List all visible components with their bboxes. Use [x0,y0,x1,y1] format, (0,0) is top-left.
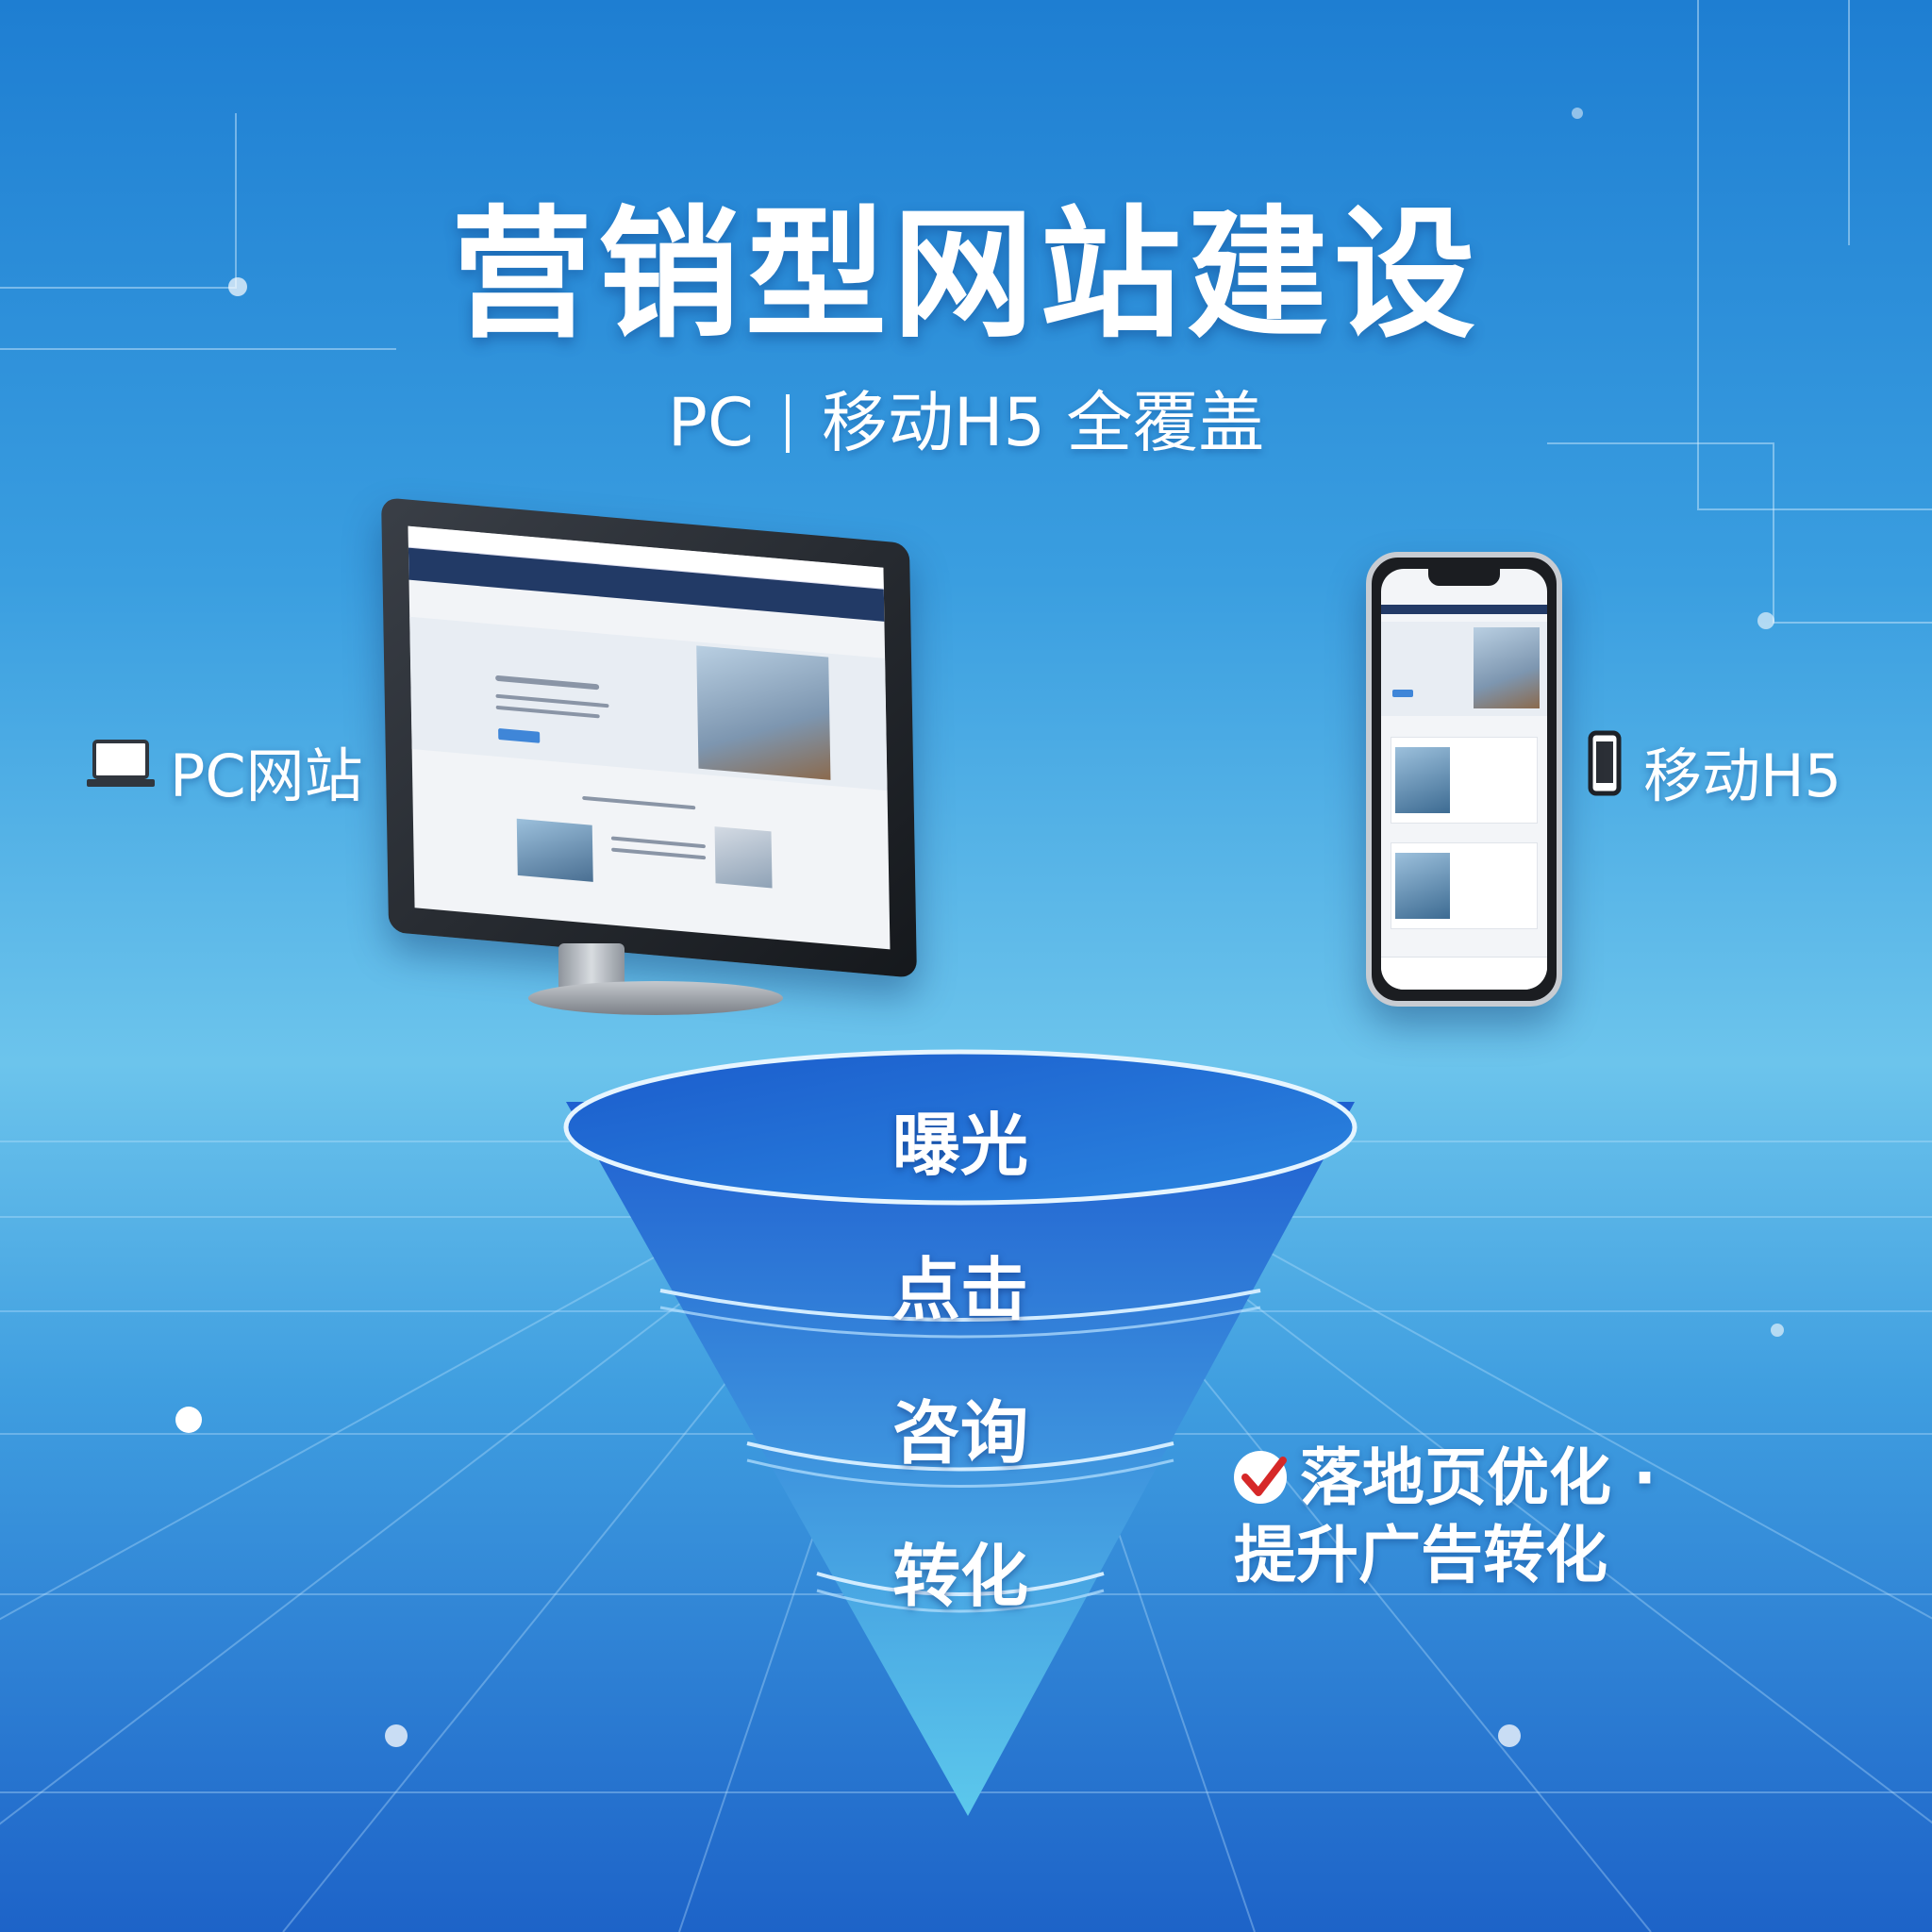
funnel-stage-exposure: 曝光 [891,1106,1028,1185]
subtitle-pc: PC [667,384,754,461]
section-image [516,818,593,882]
hero-image [696,645,831,780]
monitor-base [528,981,783,1015]
pc-site-label: PC网站 [170,741,363,810]
funnel-stage-inquiry: 咨询 [891,1393,1028,1473]
mobile-card-image [1395,747,1450,813]
smartphone-icon [1588,730,1622,796]
mobile-card-image [1395,853,1450,919]
mobile-navbar [1381,605,1547,614]
funnel-stage-conversion: 转化 [891,1537,1028,1616]
desktop-monitor [381,497,917,978]
monitor-screen [408,525,891,950]
phone-screen [1381,569,1547,990]
smartphone [1366,552,1562,1007]
funnel-band-lines [659,1289,1261,1596]
subtitle: PC 移动H5 全覆盖 [0,370,1932,465]
funnel-stage-click: 点击 [891,1250,1028,1329]
check-icon [1234,1451,1287,1504]
page-title: 营销型网站建设 [450,193,1481,358]
section-image [714,826,773,889]
mobile-tabbar [1381,957,1547,990]
callout-line-1: 落地页优化 · [1300,1441,1657,1514]
funnel-body [566,1102,1355,1816]
glow-dots [175,108,1784,1747]
mobile-hero-button [1392,690,1413,697]
section-line [582,795,696,810]
subtitle-mobile: 移动H5 全覆盖 [821,384,1265,461]
mobile-hero-image [1474,627,1540,708]
section-line [611,847,707,860]
callout-line-2: 提升广告转化 [1234,1519,1607,1591]
mobile-h5-label: 移动H5 [1643,741,1842,810]
section-line [610,836,706,849]
laptop-icon [87,740,155,787]
funnel-top [563,1049,1357,1206]
mobile-card [1391,737,1538,824]
subtitle-divider [785,394,790,453]
mobile-card [1391,842,1538,929]
phone-notch [1428,569,1500,586]
funnel-band-lines-inner [659,1306,1261,1613]
